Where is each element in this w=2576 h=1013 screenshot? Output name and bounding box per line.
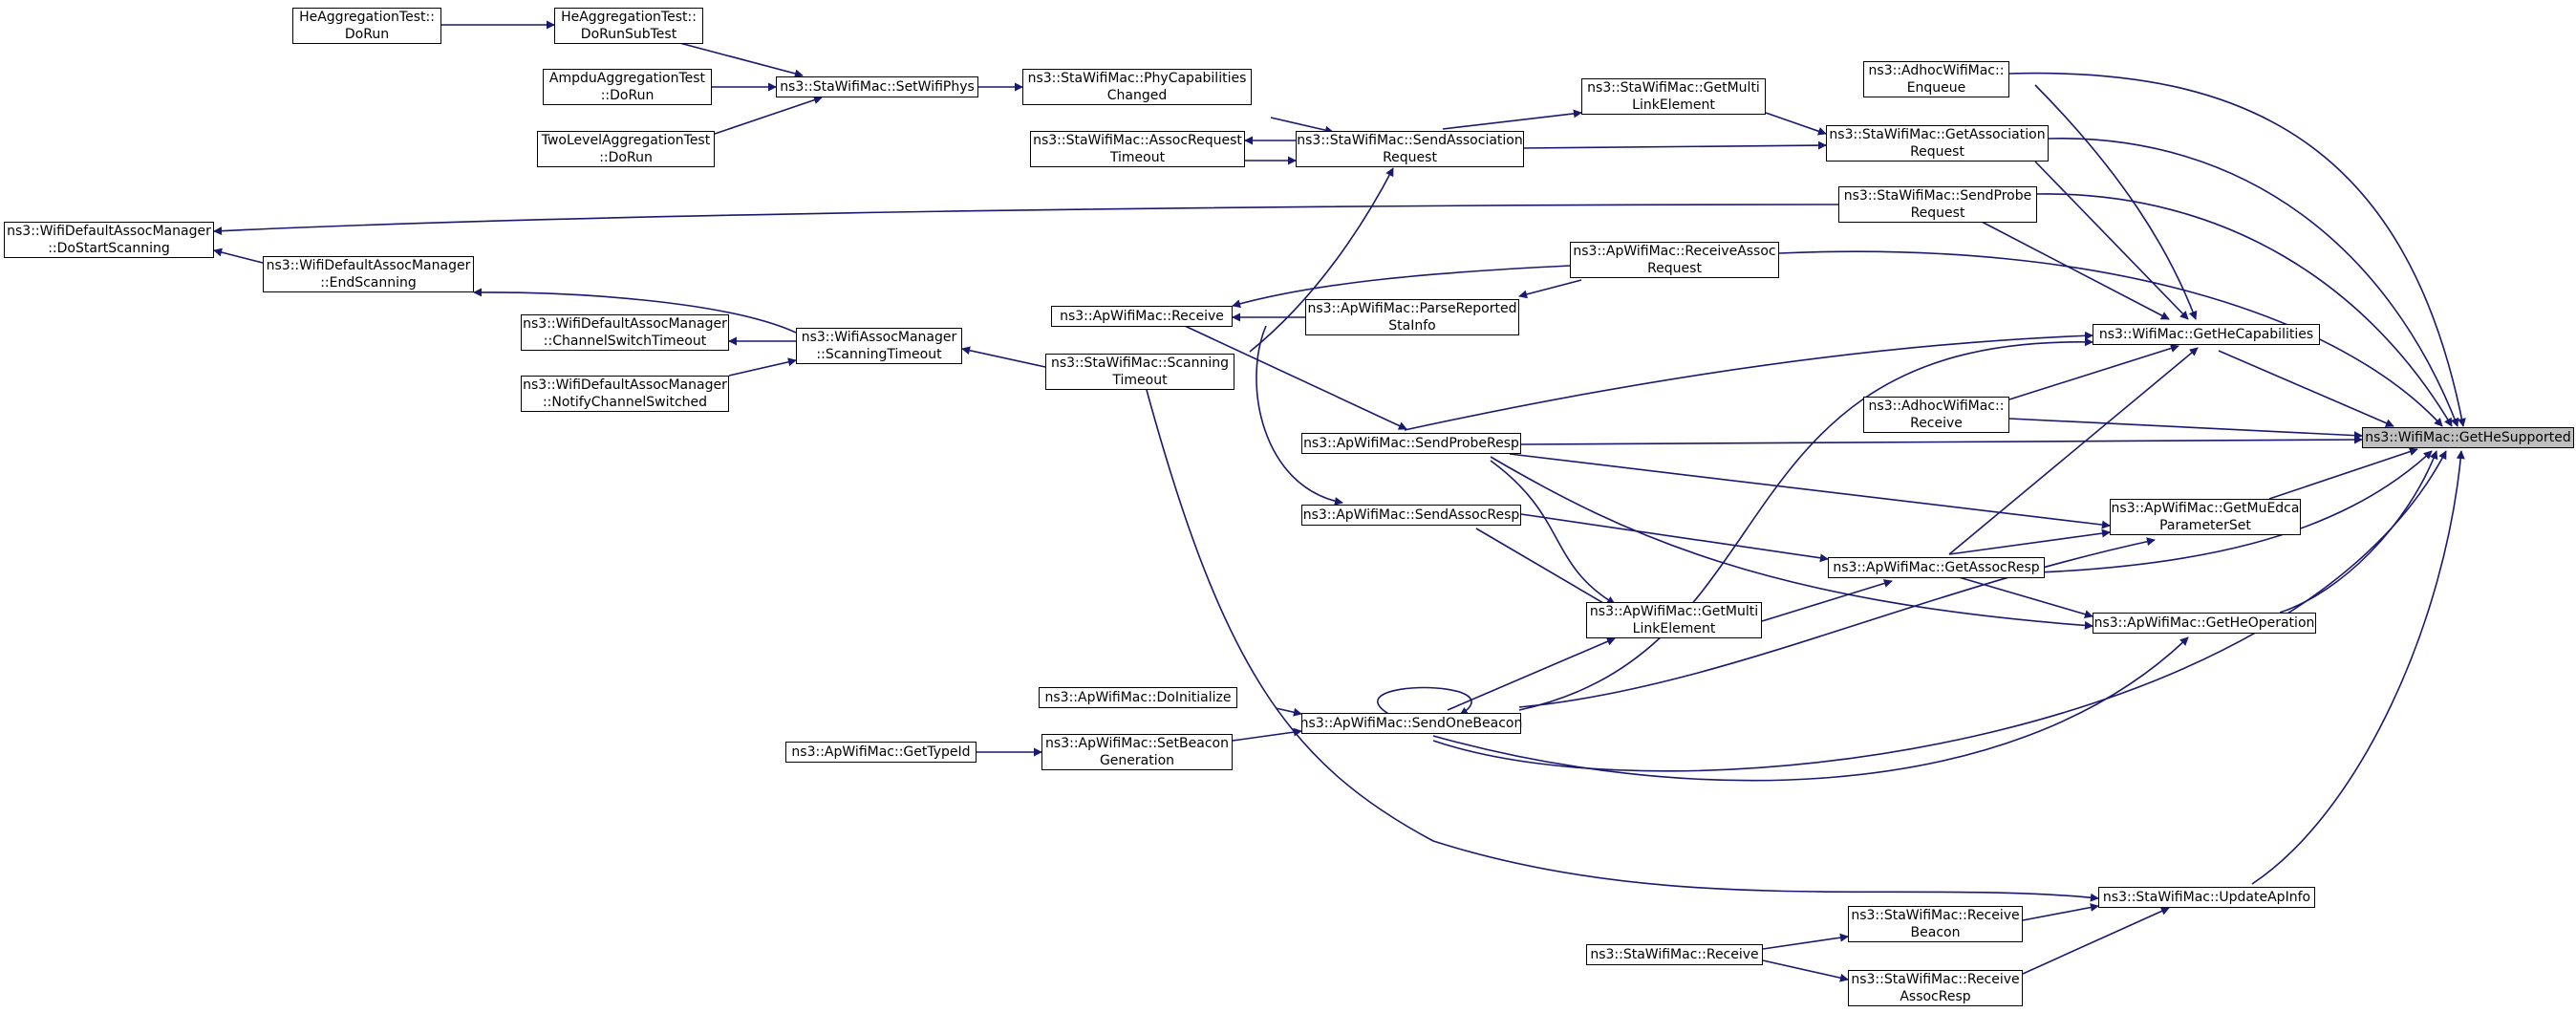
edge-getmuedca-to-gethesupported: [2268, 447, 2418, 500]
edge-sendproberequest-to-getheCap: [1981, 221, 2170, 320]
edge-sendassocreq-to-stagetmulti: [1442, 109, 1582, 130]
edge-doinitialize-to-sendonebeacon: [1275, 707, 1302, 717]
node-wifiassocmanager-scanningtimeout[interactable]: ns3::WifiAssocManager::ScanningTimeout: [796, 328, 962, 364]
node-wifimac-gethesupported[interactable]: ns3::WifiMac::GetHeSupported: [2362, 427, 2574, 448]
node-wifimac-gethecapabilities[interactable]: ns3::WifiMac::GetHeCapabilities: [2093, 324, 2320, 345]
edge-apgetmulti-to-getassocresp: [1761, 579, 1893, 622]
edge-updateapinfo-to-gethesupported: [2251, 450, 2465, 885]
edge-getassocresp-to-gethesupported: [1958, 450, 2433, 575]
edge-receiveassocreq-to-apreceive: [1232, 265, 1571, 309]
edge-apreceive-to-sendassocresp: [1256, 325, 1343, 506]
edge-sendassocreq-to-getassocreq: [1523, 140, 1827, 150]
node-heaggregationtest-dorun[interactable]: HeAggregationTest::DoRun: [292, 8, 441, 44]
node-stawifimac-setwifiphys[interactable]: ns3::StaWifiMac::SetWifiPhys: [776, 76, 978, 97]
edge-stascanningtimeout-to-updateapinfo: [1146, 389, 2099, 902]
edge-getheop-to-gethesupported: [2279, 450, 2438, 614]
node-apwifimac-sendproberesp[interactable]: ns3::ApWifiMac::SendProbeResp: [1301, 433, 1521, 454]
node-apwifimac-sendonebeacon[interactable]: ns3::ApWifiMac::SendOneBeacon: [1300, 713, 1522, 734]
edge-sendproberesp-to-getheop: [1490, 456, 2093, 630]
node-wifidefaultassocmanager-endscanning[interactable]: ns3::WifiDefaultAssocManager::EndScannin…: [263, 256, 474, 292]
edge-sendproberequest-to-gethesupported: [2036, 193, 2453, 427]
edge-phycap-to-sendassocreq: [1270, 117, 1334, 135]
edge-dorunsubtest-to-setwifiphys: [668, 39, 804, 78]
node-ampduaggregationtest-dorun[interactable]: AmpduAggregationTest::DoRun: [543, 69, 712, 105]
edge-sendonebeacon-to-getmuedca: [1518, 537, 2156, 708]
edge-getassocreq-to-gethesupported: [2048, 138, 2459, 427]
edge-getassocresp-to-getheCap: [1948, 347, 2199, 555]
edge-stascanningtimeout-to-sendassocreq: [1249, 167, 1394, 353]
edge-sendproberesp-to-apgetmulti: [1490, 460, 1616, 605]
edge-getassocresp-to-getheop: [1958, 576, 2093, 619]
edge-receiveassocreq-to-gethesupported: [1778, 250, 2443, 427]
edge-sendproberequest-to-dostartscanning: [213, 204, 1839, 236]
node-heaggregationtest-dorunsubtest[interactable]: HeAggregationTest::DoRunSubTest: [554, 8, 703, 44]
edge-endscanning-to-dostartscanning: [213, 248, 264, 264]
edge-getassocresp-to-getmuedca: [1948, 528, 2111, 555]
edge-stascanningtimeout-to-scanningtimeoutmgr: [961, 346, 1046, 368]
node-apwifimac-getassocresp[interactable]: ns3::ApWifiMac::GetAssocResp: [1828, 557, 2045, 578]
edge-twolevel-to-setwifiphys: [714, 96, 823, 135]
edge-adhocreceive-to-gethesupported: [2008, 418, 2363, 441]
edge-receiveassocreq-to-parsereported: [1518, 279, 1582, 299]
edge-stareceive-to-receivebeacon: [1762, 933, 1849, 950]
edge-setbeacongen-to-sendonebeacon: [1232, 727, 1302, 742]
edge-sendonebeacon-to-getheCap: [1518, 337, 2093, 711]
node-adhocwifimac-enqueue[interactable]: ns3::AdhocWifiMac::Enqueue: [1863, 61, 2009, 97]
edge-sendproberesp-to-getheCap: [1404, 331, 2093, 431]
edge-stareceive-to-receiveassocresp: [1762, 959, 1849, 982]
node-apwifimac-receive[interactable]: ns3::ApWifiMac::Receive: [1051, 306, 1233, 327]
node-wifidefaultassocmanager-dostartscanning[interactable]: ns3::WifiDefaultAssocManager::DoStartSca…: [4, 222, 214, 258]
node-apwifimac-getheoperation[interactable]: ns3::ApWifiMac::GetHeOperation: [2093, 613, 2316, 634]
edge-adhocreceive-to-getheCap: [2008, 344, 2179, 400]
edge-apreceive-to-sendproberesp: [1184, 325, 1407, 430]
edge-sendonebeacon-to-getheop: [1432, 636, 2189, 782]
node-stawifimac-receive[interactable]: ns3::StaWifiMac::Receive: [1586, 944, 1763, 965]
edge-sendassocresp-to-getassocresp: [1520, 513, 1829, 563]
edge-sendonebeacon-self-loop: [1377, 686, 1472, 716]
edge-sendassocresp-to-apgetmulti: [1475, 528, 1616, 611]
node-apwifimac-gettypeid[interactable]: ns3::ApWifiMac::GetTypeId: [785, 742, 977, 763]
node-wifidefaultassocmanager-channelswitchtimeout[interactable]: ns3::WifiDefaultAssocManager::ChannelSwi…: [521, 314, 729, 351]
edge-receiveassocresp-to-updateapinfo: [2022, 907, 2170, 975]
edge-adhocenqueue-to-gethesupported: [2008, 72, 2466, 427]
edge-sendproberesp-to-getmuedca: [1509, 453, 2111, 529]
node-adhocwifimac-receive[interactable]: ns3::AdhocWifiMac::Receive: [1863, 397, 2009, 433]
edge-sendonebeacon-to-apgetmulti: [1447, 637, 1616, 711]
edge-getassocreq-to-getheCap: [2034, 161, 2189, 320]
edge-sendonebeacon-to-gethesupported: [1432, 450, 2447, 772]
edge-adhocenqueue-to-getheCap: [2034, 84, 2198, 320]
edge-scanningtimeoutmgr-to-endscanning: [473, 288, 797, 334]
edge-receivebeacon-to-updateapinfo: [2022, 903, 2099, 921]
edge-stagetmulti-to-getassocreq: [1765, 112, 1827, 136]
node-apwifimac-doinitialize[interactable]: ns3::ApWifiMac::DoInitialize: [1039, 687, 1237, 708]
node-apwifimac-sendassocresp[interactable]: ns3::ApWifiMac::SendAssocResp: [1301, 505, 1521, 526]
edge-sendproberesp-to-gethesupported: [1520, 435, 2363, 445]
edge-getheCap-to-gethesupported: [2218, 350, 2394, 427]
node-twolevelaggregationtest-dorun[interactable]: TwoLevelAggregationTest::DoRun: [537, 131, 715, 167]
node-stawifimac-updateapinfo[interactable]: ns3::StaWifiMac::UpdateApInfo: [2098, 887, 2315, 908]
node-wifidefaultassocmanager-notifychannelswitched[interactable]: ns3::WifiDefaultAssocManager::NotifyChan…: [521, 376, 729, 412]
edge-notifychannelswitched-to-scanningtimeoutmgr: [728, 357, 797, 377]
